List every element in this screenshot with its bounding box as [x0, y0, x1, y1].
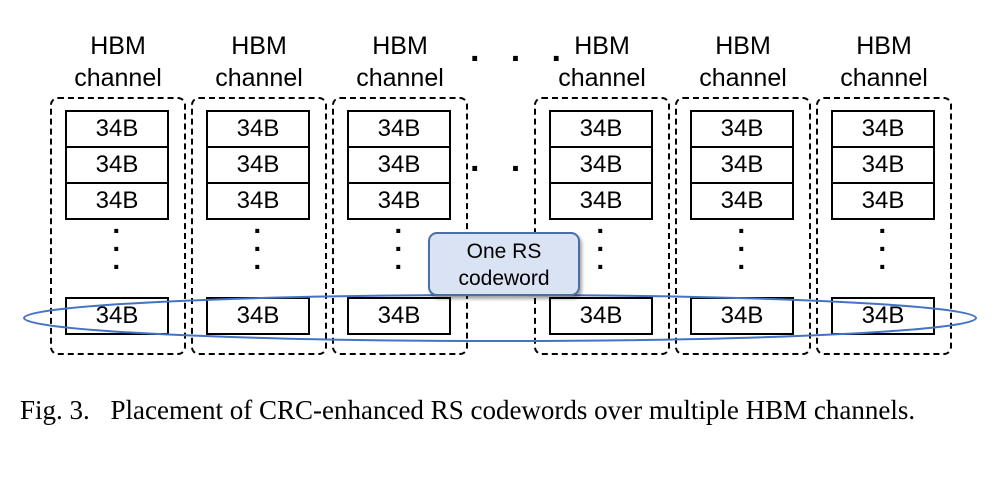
cell-c3-last: 34B	[347, 297, 451, 335]
vertical-dots-4: ···	[596, 215, 606, 282]
channel-title-line2: channel	[699, 64, 787, 92]
cell-c6-r3: 34B	[831, 182, 935, 220]
channel-title-line1: HBM	[715, 32, 771, 60]
callout-line2: codeword	[458, 267, 550, 290]
channel-box-3	[332, 97, 468, 355]
vertical-dots-1: ···	[112, 215, 122, 282]
vertical-dots-6: ···	[878, 215, 888, 282]
channel-title-1: HBM channel	[48, 30, 188, 94]
cell-c5-r3: 34B	[690, 182, 794, 220]
vertical-dots-2: ···	[253, 215, 263, 282]
figure-label: Fig. 3.	[20, 395, 90, 425]
channel-title-2: HBM channel	[189, 30, 329, 94]
cell-c6-r1: 34B	[831, 110, 935, 148]
channel-title-line1: HBM	[856, 32, 912, 60]
cell-c4-r2: 34B	[549, 146, 653, 184]
vertical-dots-3: ···	[394, 215, 404, 282]
channel-box-4	[534, 97, 670, 355]
channel-title-3: HBM channel	[330, 30, 470, 94]
vertical-dots-5: ···	[737, 215, 747, 282]
cell-c5-last: 34B	[690, 297, 794, 335]
cell-c5-r1: 34B	[690, 110, 794, 148]
channel-title-line1: HBM	[231, 32, 287, 60]
cell-c1-r3: 34B	[65, 182, 169, 220]
channel-title-line2: channel	[74, 64, 162, 92]
channel-title-line2: channel	[215, 64, 303, 92]
channel-title-line1: HBM	[372, 32, 428, 60]
channel-title-line2: channel	[356, 64, 444, 92]
callout-line1: One RS	[466, 240, 542, 263]
row-ellipsis: · · ·	[470, 150, 573, 188]
channel-title-6: HBM channel	[814, 30, 954, 94]
caption-text: Placement of CRC-enhanced RS codewords o…	[110, 395, 916, 425]
title-ellipsis: · · ·	[470, 40, 573, 78]
channel-box-5	[675, 97, 811, 355]
rs-codeword-callout: One RS codeword	[428, 232, 580, 296]
channel-title-line1: HBM	[574, 32, 630, 60]
channel-box-1	[50, 97, 186, 355]
channel-box-2	[191, 97, 327, 355]
cell-c3-r3: 34B	[347, 182, 451, 220]
cell-c4-last: 34B	[549, 297, 653, 335]
cell-c4-r3: 34B	[549, 182, 653, 220]
channel-title-line2: channel	[558, 64, 646, 92]
channel-title-line2: channel	[840, 64, 928, 92]
channel-title-line1: HBM	[90, 32, 146, 60]
channel-box-6	[816, 97, 952, 355]
figure-caption: Fig. 3. Placement of CRC-enhanced RS cod…	[20, 392, 982, 428]
channel-title-5: HBM channel	[673, 30, 813, 94]
cell-c6-r2: 34B	[831, 146, 935, 184]
channel-title-4: HBM channel	[532, 30, 672, 94]
cell-c5-r2: 34B	[690, 146, 794, 184]
cell-c3-r2: 34B	[347, 146, 451, 184]
cell-c2-r3: 34B	[206, 182, 310, 220]
